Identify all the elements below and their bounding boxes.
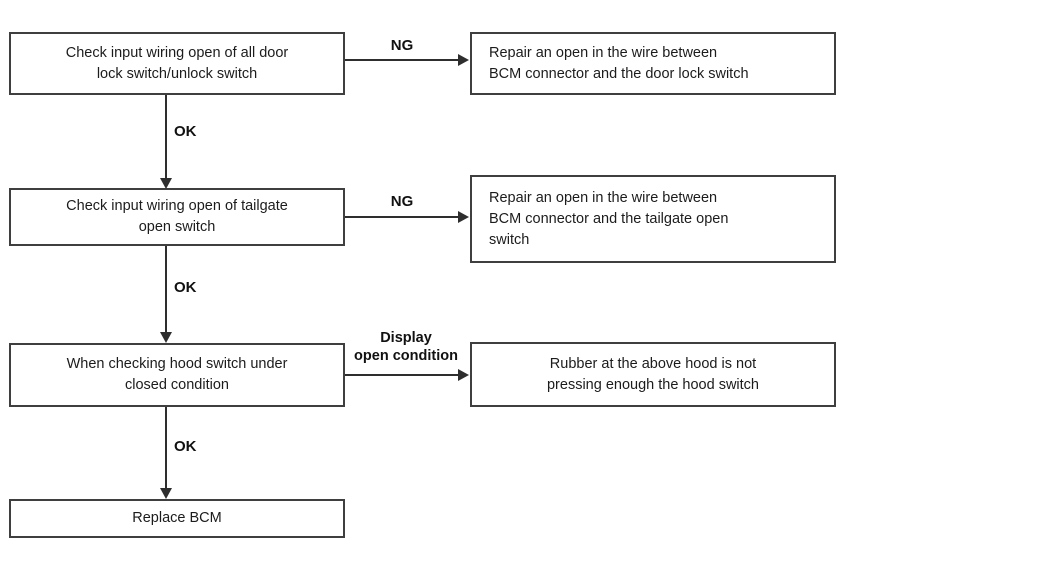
- step-box-replace-bcm: Replace BCM: [9, 499, 345, 538]
- step-box-door-lock-switch-check: Check input wiring open of all door lock…: [9, 32, 345, 95]
- display-condition-arrow-line: [345, 374, 459, 376]
- ok-connector-line-3: [165, 407, 167, 489]
- ng-arrow-line-2: [345, 216, 459, 218]
- ng-label-1: NG: [390, 37, 414, 54]
- ok-connector-line-2: [165, 246, 167, 333]
- down-arrowhead-1: [160, 178, 172, 189]
- result-box-repair-door-lock-wire: Repair an open in the wire between BCM c…: [470, 32, 836, 95]
- result-box-hood-rubber: Rubber at the above hood is not pressing…: [470, 342, 836, 407]
- ok-label-3: OK: [174, 438, 197, 455]
- display-condition-label: Display open condition: [354, 330, 458, 364]
- right-arrowhead-1: [458, 54, 469, 66]
- step-box-hood-switch-check: When checking hood switch under closed c…: [9, 343, 345, 407]
- step-box-tailgate-switch-check: Check input wiring open of tailgate open…: [9, 188, 345, 246]
- ok-label-2: OK: [174, 279, 197, 296]
- ok-label-1: OK: [174, 123, 197, 140]
- right-arrowhead-2: [458, 211, 469, 223]
- result-box-repair-tailgate-wire: Repair an open in the wire between BCM c…: [470, 175, 836, 263]
- ok-connector-line-1: [165, 95, 167, 179]
- right-arrowhead-3: [458, 369, 469, 381]
- down-arrowhead-3: [160, 488, 172, 499]
- ng-label-2: NG: [390, 193, 414, 210]
- ng-arrow-line-1: [345, 59, 459, 61]
- down-arrowhead-2: [160, 332, 172, 343]
